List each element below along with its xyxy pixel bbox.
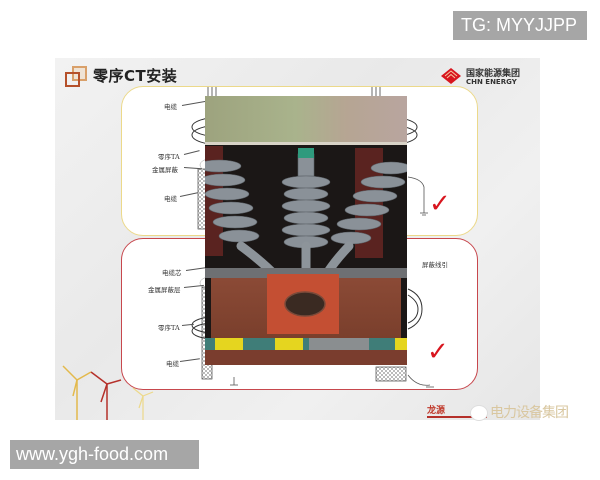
- wechat-account-text: 电力设备集团: [490, 405, 569, 421]
- wind-turbines-decoration: [62, 365, 154, 420]
- label-zero-seq-ta-bottom: 零序TA: [158, 324, 180, 332]
- presentation-slide: 零序CT安装 国家能源集团 CHN ENERGY: [55, 58, 540, 420]
- label-zero-seq-ta: 零序TA: [158, 153, 180, 161]
- logo-name-cn: 国家能源集团: [466, 69, 521, 79]
- watermark-url: www.ygh-food.com: [10, 440, 199, 469]
- label-metal-shield: 金属屏蔽: [152, 166, 178, 174]
- check-mark-icon: ✓: [429, 189, 451, 219]
- installation-photo: [205, 96, 407, 365]
- footer-underline: [427, 416, 487, 418]
- footer-brand: 龙源: [427, 406, 446, 416]
- label-cable: 电缆: [164, 103, 177, 111]
- slide-title: 零序CT安装: [93, 67, 178, 85]
- label-cable-lower: 电缆: [164, 195, 177, 203]
- label-cable-bottom: 电缆: [166, 360, 179, 368]
- watermark-tg: TG: MYYJJPP: [453, 11, 587, 40]
- title-squares-icon: [65, 66, 87, 87]
- slide-header: 零序CT安装 国家能源集团 CHN ENERGY: [55, 58, 540, 88]
- label-metal-shield-layer: 金属屏蔽层: [148, 286, 181, 294]
- wechat-bubble-icon: [470, 405, 488, 421]
- wechat-watermark: 电力设备集团: [470, 402, 569, 422]
- chn-energy-logo-icon: [441, 68, 461, 84]
- logo-name-en: CHN ENERGY: [466, 78, 517, 86]
- check-mark-icon: ✓: [427, 337, 449, 367]
- label-cable-core: 电缆芯: [162, 269, 182, 277]
- company-logo: 国家能源集团 CHN ENERGY: [440, 65, 532, 91]
- label-shield-lead: 屏蔽线引: [422, 261, 448, 269]
